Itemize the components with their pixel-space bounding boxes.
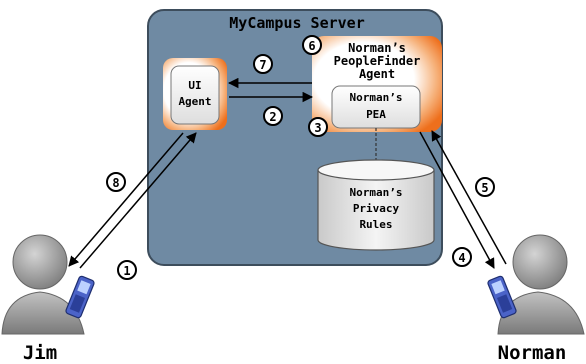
arrow-step-8 (68, 132, 184, 267)
ui-agent-box: UI Agent (163, 58, 227, 130)
svg-text:1: 1 (123, 264, 130, 278)
svg-text:4: 4 (458, 251, 465, 265)
arrow-step-4 (419, 131, 495, 269)
arrow-step-5 (431, 130, 507, 265)
step-badge-1: 1 (117, 260, 137, 280)
jim-person-icon (1, 234, 85, 335)
peoplefinder-label-2: PeopleFinder (334, 54, 421, 68)
privacy-rules-label-2: Privacy (353, 202, 400, 215)
server-title: MyCampus Server (229, 14, 364, 32)
ui-agent-label-2: Agent (178, 95, 211, 108)
svg-text:7: 7 (259, 58, 266, 72)
privacy-rules-label-1: Norman’s (350, 186, 403, 199)
svg-text:3: 3 (314, 121, 321, 135)
svg-text:8: 8 (112, 176, 119, 190)
svg-text:2: 2 (269, 110, 276, 124)
norman-phone-icon (487, 275, 517, 319)
ui-agent-label-1: UI (188, 79, 201, 92)
pea-label-1: Norman’s (350, 91, 403, 104)
pea-label-2: PEA (366, 108, 386, 121)
svg-text:6: 6 (308, 39, 315, 53)
privacy-rules-label-3: Rules (359, 218, 392, 231)
step-badge-6: 6 (302, 35, 322, 55)
arrow-step-1 (79, 132, 197, 269)
jim-label: Jim (23, 342, 57, 364)
step-badge-4: 4 (452, 247, 472, 267)
svg-text:5: 5 (481, 181, 488, 195)
jim-phone-icon (65, 275, 95, 319)
pea-box: Norman’s PEA (331, 85, 421, 129)
step-badge-2: 2 (263, 106, 283, 126)
peoplefinder-label-1: Norman’s (348, 41, 406, 55)
step-badge-8: 8 (106, 172, 126, 192)
privacy-rules-database: Norman’s Privacy Rules (317, 159, 435, 251)
norman-label: Norman (498, 342, 567, 364)
step-badge-7: 7 (253, 54, 273, 74)
peoplefinder-label-3: Agent (359, 67, 395, 81)
step-badge-5: 5 (475, 177, 495, 197)
norman-person-icon (497, 234, 585, 335)
step-badge-3: 3 (308, 117, 328, 137)
